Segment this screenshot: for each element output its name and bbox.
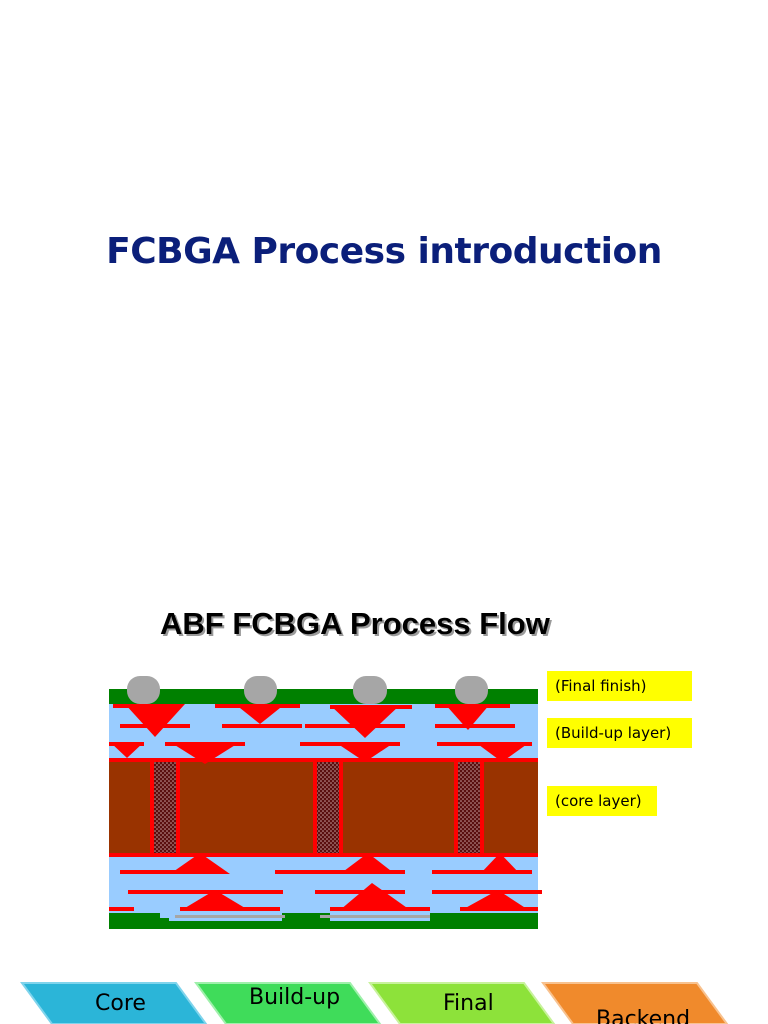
step-build-up-label: Build-up (249, 985, 341, 1010)
substrate-cross-section-diagram (20, 676, 729, 1024)
step-final (368, 982, 556, 1024)
slide-2: ABF FCBGA Process Flow (0, 512, 768, 1024)
core-copper (109, 758, 538, 857)
step-build-up (194, 982, 382, 1024)
step-final-label: Final (443, 991, 494, 1016)
bottom-solder-mask (109, 918, 538, 929)
build-up-layer-label: (Build-up layer) (547, 718, 692, 748)
bottom-buildup-layer (109, 853, 538, 913)
slide-1: FCBGA Process introduction (106, 231, 662, 272)
bottom-pads (175, 915, 430, 918)
top-copper-traces (109, 704, 532, 764)
step-backend-label: Backend (596, 1007, 691, 1024)
process-flow-steps (20, 982, 729, 1024)
process-flow-title: ABF FCBGA Process Flow (160, 606, 550, 641)
final-finish-label: (Final finish) (547, 671, 692, 701)
step-core (20, 982, 208, 1024)
solder-balls (127, 676, 488, 704)
step-core-label: Core (95, 991, 146, 1016)
bottom-copper-traces (109, 853, 542, 911)
top-solder-mask (109, 689, 538, 705)
step-backend (541, 982, 729, 1024)
slide-title: FCBGA Process introduction (106, 231, 662, 272)
core-layer-label: (core layer) (547, 786, 657, 816)
plated-through-holes (150, 760, 484, 856)
